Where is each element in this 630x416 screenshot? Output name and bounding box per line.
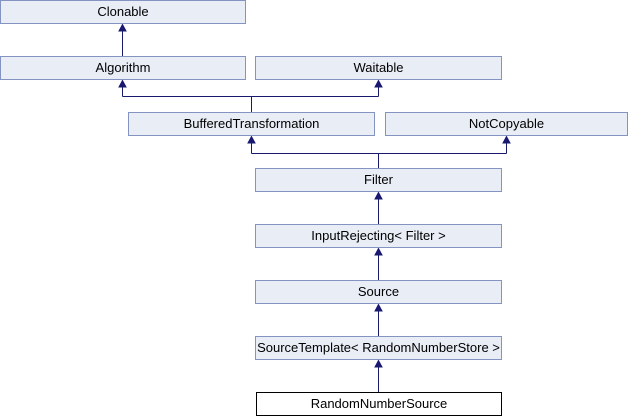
node-source[interactable]: Source — [255, 280, 502, 304]
edge-algorithm-to-clonable — [118, 23, 127, 56]
edge-filter-to-bufferedtransformation-and-notcopyable — [247, 135, 511, 168]
node-clonable[interactable]: Clonable — [0, 0, 246, 24]
node-filter[interactable]: Filter — [255, 168, 502, 192]
node-notcopyable[interactable]: NotCopyable — [385, 112, 628, 136]
node-waitable[interactable]: Waitable — [255, 56, 502, 80]
edge-inputrejecting-to-filter — [374, 191, 383, 224]
edge-bufferedtransformation-to-algorithm-and-waitable — [118, 79, 383, 112]
edge-source-to-inputrejecting — [374, 247, 383, 280]
node-algorithm[interactable]: Algorithm — [0, 56, 246, 80]
node-bufferedtransformation[interactable]: BufferedTransformation — [128, 112, 375, 136]
edge-randomnumbersource-to-sourcetemplate — [374, 359, 383, 392]
node-inputrejecting-filter[interactable]: InputRejecting< Filter > — [255, 224, 502, 248]
node-sourcetemplate-randomnumberstore[interactable]: SourceTemplate< RandomNumberStore > — [255, 336, 502, 360]
node-randomnumbersource-current: RandomNumberSource — [256, 392, 502, 416]
edge-sourcetemplate-to-source — [374, 303, 383, 336]
